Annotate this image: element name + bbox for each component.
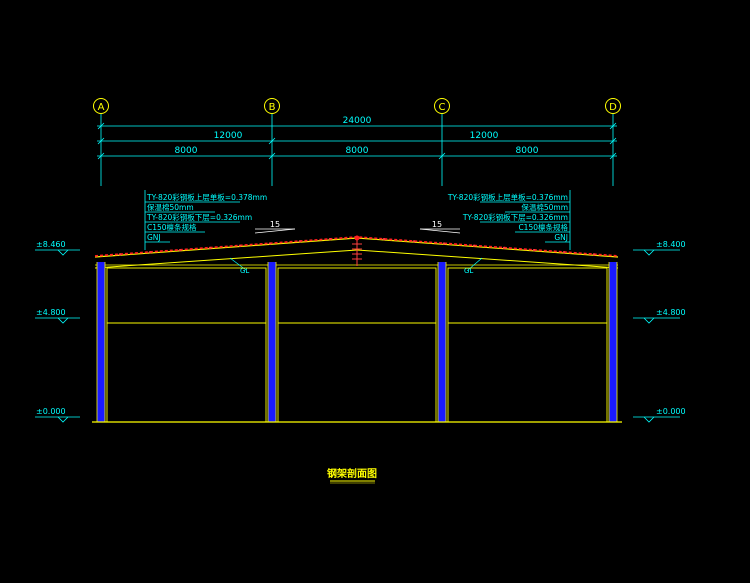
column-a xyxy=(96,262,106,422)
beam-tag-right: GL xyxy=(464,267,473,275)
dim-bay-3: 8000 xyxy=(516,146,539,156)
note-right-2: 保温棉50mm xyxy=(521,202,568,212)
note-left-3: TY-820彩钢板下层=0.326mm xyxy=(146,212,252,222)
dim-total: 24000 xyxy=(343,116,372,126)
notes-right: TY-820彩钢板上层单板=0.376mm 保温棉50mm TY-820彩钢板下… xyxy=(447,190,571,250)
note-left-4: C150檩条规格 xyxy=(147,222,197,232)
wall-panels xyxy=(92,267,622,423)
note-right-3: TY-820彩钢板下层=0.326mm xyxy=(462,212,568,222)
axis-bubble-d: D xyxy=(605,98,621,114)
note-right-5: GNJ xyxy=(554,233,568,242)
elev-left-ground: ±0.000 xyxy=(36,407,66,416)
dim-half-left: 12000 xyxy=(214,131,243,141)
axis-bubbles: A B C D xyxy=(93,98,621,114)
notes-left: TY-820彩钢板上层单板=0.378mm 保温棉50mm TY-820彩钢板下… xyxy=(144,190,267,250)
note-right-1: TY-820彩钢板上层单板=0.376mm xyxy=(447,192,568,202)
note-left-1: TY-820彩钢板上层单板=0.378mm xyxy=(146,192,267,202)
column-b xyxy=(267,262,277,422)
axis-bubble-b: B xyxy=(264,98,280,114)
slope-mark-left: 15 xyxy=(254,220,296,234)
dim-half-right: 12000 xyxy=(470,131,499,141)
beam-tag-left: GL xyxy=(240,267,249,275)
roof-frame: GL GL xyxy=(94,235,619,275)
dimension-lines xyxy=(97,114,617,186)
slope-mark-right: 15 xyxy=(419,220,461,234)
dim-bay-2: 8000 xyxy=(346,146,369,156)
dim-bay-1: 8000 xyxy=(175,146,198,156)
elev-right-ground: ±0.000 xyxy=(656,407,686,416)
note-left-5: GNJ xyxy=(147,233,161,242)
axis-label-d: D xyxy=(609,102,617,113)
elev-left-mid: ±4.800 xyxy=(36,308,66,317)
elev-right-mid: ±4.800 xyxy=(656,308,686,317)
note-left-2: 保温棉50mm xyxy=(147,202,194,212)
columns xyxy=(96,262,618,422)
elev-left-ridge: ±8.460 xyxy=(36,240,66,249)
drawing-title-text: 钢架剖面图 xyxy=(327,467,377,480)
axis-bubble-a: A xyxy=(93,98,109,114)
elevation-markers-right xyxy=(633,249,680,423)
axis-bubble-c: C xyxy=(434,98,450,114)
drawing-title: 钢架剖面图 xyxy=(327,467,377,484)
axis-label-a: A xyxy=(98,102,105,113)
elevation-markers-left xyxy=(35,249,80,423)
axis-label-b: B xyxy=(269,102,276,113)
note-right-4: C150檩条规格 xyxy=(518,222,568,232)
svg-text:15: 15 xyxy=(432,220,442,229)
elev-right-ridge: ±8.400 xyxy=(656,240,686,249)
svg-text:15: 15 xyxy=(270,220,280,229)
column-c xyxy=(437,262,447,422)
axis-label-c: C xyxy=(439,102,446,113)
column-d xyxy=(608,262,618,422)
